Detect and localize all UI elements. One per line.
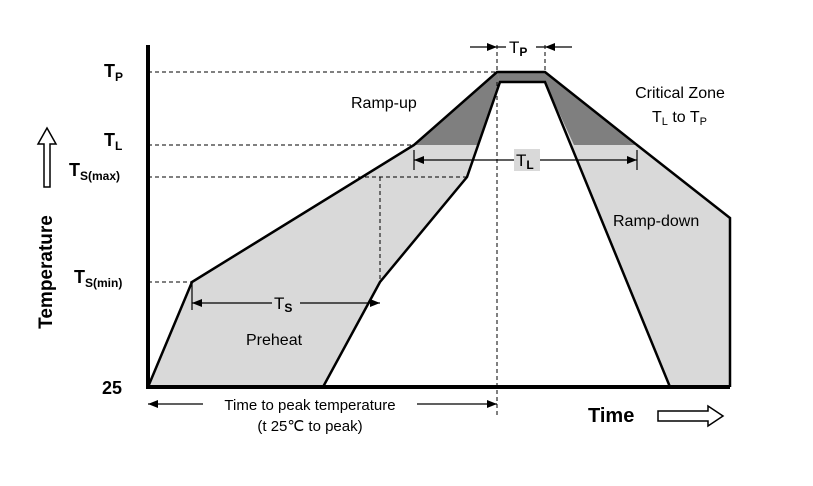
y-axis-title: Temperature — [36, 215, 57, 329]
critical-zone-label: Critical Zone — [635, 85, 725, 102]
tl-dim-label: TL — [516, 151, 534, 172]
time-to-peak-label: Time to peak temperature — [224, 397, 395, 414]
tl-dim-arrow-left — [414, 156, 424, 164]
y-tick-tl: TL — [104, 130, 122, 153]
x-axis-right-arrow-icon — [657, 404, 725, 428]
y-tick-base: 25 — [102, 378, 122, 398]
time-to-peak-arrow-left — [148, 400, 158, 408]
time-to-peak-sublabel: (t 25℃ to peak) — [257, 418, 362, 435]
y-tick-tsmax: TS(max) — [69, 160, 120, 183]
ramp-up-label: Ramp-up — [351, 95, 417, 112]
tl-dim-arrow-right — [627, 156, 637, 164]
critical-zone-top — [497, 72, 545, 82]
upper-profile-line — [146, 70, 732, 388]
ts-dim-arrow-left — [192, 299, 202, 307]
y-axis-up-arrow-icon — [36, 126, 58, 188]
time-to-peak-arrow-right — [487, 400, 497, 408]
y-tick-tp: TP — [104, 61, 123, 84]
tp-dim-arrow-right — [545, 43, 555, 51]
ts-dim-label: TS — [274, 294, 292, 315]
tp-dim-arrow-left — [487, 43, 497, 51]
ramp-down-label: Ramp-down — [613, 213, 699, 230]
x-axis-title: Time — [588, 405, 634, 427]
preheat-label: Preheat — [246, 332, 303, 349]
ts-dim-arrow-right — [370, 299, 380, 307]
critical-range-label: TL to TP — [652, 109, 707, 128]
y-tick-tsmin: TS(min) — [74, 267, 122, 290]
tp-dim-label: TP — [509, 38, 527, 59]
